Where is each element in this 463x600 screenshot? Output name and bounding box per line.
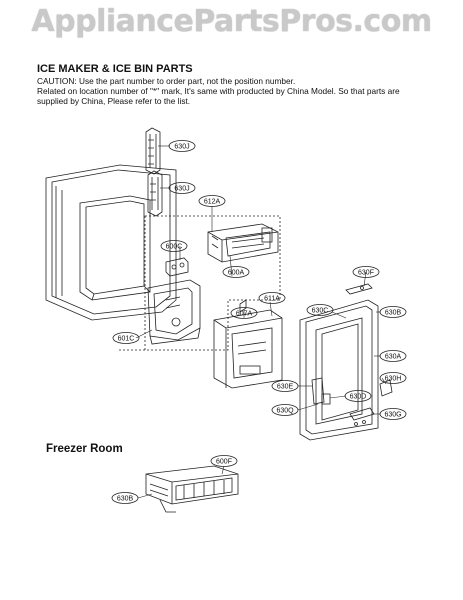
callout-612A: 612A <box>198 195 226 207</box>
callout-630C: 630C <box>306 304 334 316</box>
callout-630H: 630H <box>379 372 407 384</box>
ice-bin-door <box>299 299 379 441</box>
svg-text:600A: 600A <box>228 270 245 277</box>
svg-text:601C: 601C <box>118 336 135 343</box>
svg-text:611A: 611A <box>264 296 280 303</box>
callout-630J-upper: 630J <box>168 140 196 152</box>
svg-text:630C: 630C <box>312 308 329 315</box>
callout-630F: 630F <box>352 266 380 278</box>
svg-text:600F: 600F <box>216 459 232 466</box>
callout-630Q: 630Q <box>271 404 299 416</box>
svg-text:630J: 630J <box>174 186 189 193</box>
callout-607A: 607A <box>230 307 258 319</box>
door-liner <box>45 164 177 321</box>
diagram-title: ICE MAKER & ICE BIN PARTS <box>37 63 193 75</box>
svg-text:607A: 607A <box>236 311 253 318</box>
rail-part-upper <box>145 127 161 175</box>
callout-630A: 630A <box>379 350 407 362</box>
svg-text:630J: 630J <box>174 144 189 151</box>
svg-text:630H: 630H <box>385 376 402 383</box>
callouts: 630J 630J 612A 600C 600A 601C 607A 611A … <box>111 140 407 504</box>
svg-text:630D: 630D <box>350 394 367 401</box>
freezer-ice-tray <box>145 465 239 513</box>
latch-part <box>379 379 393 397</box>
callout-630D: 630D <box>344 390 372 402</box>
rail-part-lower <box>147 170 163 217</box>
callout-630B: 630B <box>379 306 407 318</box>
caution-text: CAUTION: Use the part number to order pa… <box>37 76 296 86</box>
hinge-part <box>345 283 373 295</box>
lower-hinge-part <box>349 407 375 426</box>
svg-text:630B: 630B <box>385 310 402 317</box>
svg-text:630A: 630A <box>385 354 402 361</box>
callout-601C: 601C <box>112 332 140 344</box>
svg-text:630Q: 630Q <box>276 408 294 415</box>
site-watermark: AppliancePartsPros.com <box>31 4 432 39</box>
svg-text:630F: 630F <box>358 270 374 277</box>
ice-bin-cover <box>213 299 283 389</box>
freezer-room-title: Freezer Room <box>46 443 123 455</box>
callout-600A: 600A <box>222 266 250 278</box>
callout-600C: 600C <box>160 240 188 252</box>
bracket-part <box>165 257 189 277</box>
icemaker-housing <box>147 279 201 345</box>
ice-maker-unit <box>207 223 279 263</box>
callout-630E: 630E <box>271 380 299 392</box>
svg-text:630E: 630E <box>277 384 294 391</box>
svg-text:630B: 630B <box>117 496 134 503</box>
svg-text:630G: 630G <box>384 412 401 419</box>
callout-630J-lower: 630J <box>168 182 196 194</box>
china-model-note: Related on location number of "*" mark, … <box>37 86 400 106</box>
svg-text:612A: 612A <box>204 199 221 206</box>
callout-630G: 630G <box>379 408 407 420</box>
svg-text:600C: 600C <box>166 244 183 251</box>
callout-611A: 611A <box>258 292 286 304</box>
callout-630B-freezer: 630B <box>111 492 139 504</box>
callout-600F: 600F <box>210 455 238 467</box>
